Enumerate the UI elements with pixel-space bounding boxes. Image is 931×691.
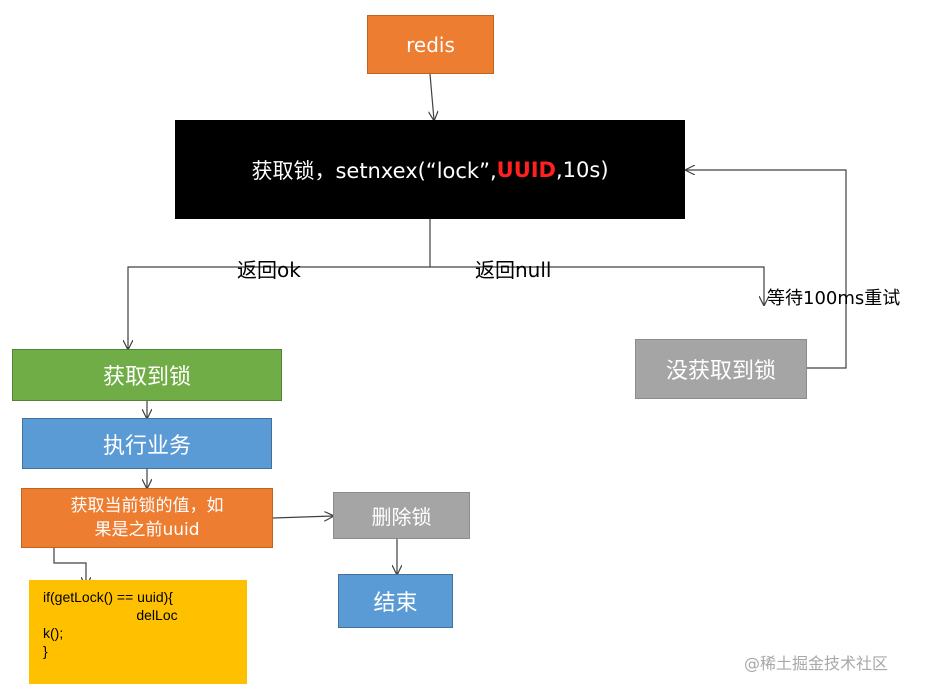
node-not-got-lock-label: 没获取到锁 bbox=[665, 359, 776, 384]
node-end-label: 结束 bbox=[373, 591, 418, 616]
acquire-prefix: 获取锁，setnxex(“lock”, bbox=[251, 158, 497, 183]
node-got-lock-label: 获取到锁 bbox=[102, 365, 191, 390]
code-snippet: if(getLock() == uuid){ delLoc k(); } bbox=[29, 580, 247, 684]
node-acquire-lock: 获取锁，setnxex(“lock”,UUID,10s) bbox=[175, 120, 685, 219]
node-exec-business-label: 执行业务 bbox=[102, 433, 191, 459]
node-redis: redis bbox=[367, 15, 494, 74]
label-retry: 等待100ms重试 bbox=[767, 288, 901, 309]
node-exec-business: 执行业务 bbox=[22, 418, 272, 469]
node-not-got-lock: 没获取到锁 bbox=[635, 339, 807, 399]
code-line: } bbox=[43, 643, 48, 659]
node-redis-label: redis bbox=[406, 32, 455, 57]
node-check-line-1: 获取当前锁的值，如 bbox=[70, 496, 224, 516]
edge-retry-loop bbox=[686, 170, 847, 369]
node-check-uuid: 获取当前锁的值，如 果是之前uuid bbox=[21, 488, 273, 548]
node-got-lock: 获取到锁 bbox=[12, 349, 282, 401]
edge-check-to-code bbox=[53, 548, 86, 586]
node-check-line-2: 果是之前uuid bbox=[94, 520, 200, 540]
code-line: k(); bbox=[43, 625, 64, 641]
label-return-ok: 返回ok bbox=[237, 258, 301, 282]
edge-return-ok bbox=[128, 266, 430, 349]
code-line: if(getLock() == uuid){ bbox=[43, 589, 173, 605]
watermark: @稀土掘金技术社区 bbox=[744, 654, 889, 673]
node-delete-lock-label: 删除锁 bbox=[371, 505, 432, 529]
acquire-uuid: UUID bbox=[496, 157, 556, 182]
code-line: delLoc bbox=[43, 607, 178, 623]
edge-return-null bbox=[430, 266, 764, 305]
node-delete-lock: 删除锁 bbox=[333, 492, 470, 539]
edge-check-to-delete bbox=[272, 516, 333, 518]
acquire-suffix: ,10s) bbox=[556, 157, 609, 182]
label-return-null: 返回null bbox=[475, 258, 552, 282]
node-end: 结束 bbox=[338, 574, 453, 628]
edge-redis-to-acquire bbox=[430, 73, 434, 120]
